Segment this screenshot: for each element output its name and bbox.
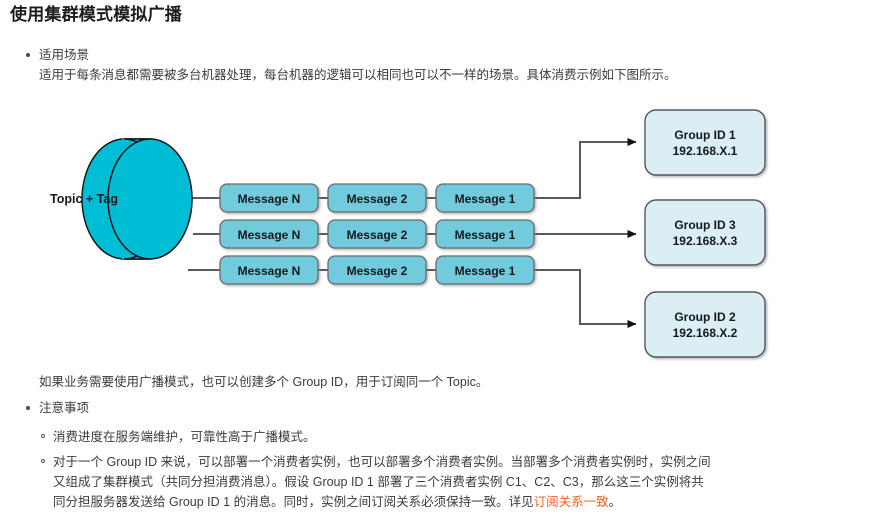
- group-box-ip: 192.168.X.1: [673, 144, 738, 158]
- message-box: Message 2: [327, 183, 427, 213]
- message-box: Message 1: [435, 183, 535, 213]
- group-box-1: Group ID 1 192.168.X.1: [644, 109, 766, 176]
- message-box: Message 1: [435, 255, 535, 285]
- message-box-label: Message N: [238, 228, 301, 242]
- topic-tag-cylinder: Topic + Tag: [50, 138, 193, 260]
- group-box-2: Group ID 2 192.168.X.2: [644, 291, 766, 358]
- connector-row1-to-group1: [534, 138, 637, 199]
- connector-row3-to-group3: [534, 269, 637, 328]
- note-line: 又组成了集群模式（共同分担消费消息）。假设 Group ID 1 部署了三个消费…: [53, 475, 704, 489]
- message-box-label: Message 1: [455, 192, 516, 206]
- message-box: Message N: [219, 219, 319, 249]
- message-box: Message 1: [435, 219, 535, 249]
- message-box-label: Message 2: [347, 264, 408, 278]
- bullet-item-scenario-label: 适用场景: [39, 48, 90, 62]
- bullet-dot-icon: [26, 53, 30, 57]
- message-box: Message N: [219, 255, 319, 285]
- subscription-consistency-link[interactable]: 订阅关系一致: [533, 495, 609, 509]
- message-box-label: Message 1: [455, 228, 516, 242]
- message-box: Message N: [219, 183, 319, 213]
- group-box-ip: 192.168.X.3: [673, 234, 738, 248]
- message-box: Message 2: [327, 219, 427, 249]
- bullet-ring-icon: [41, 434, 45, 438]
- message-box: Message 2: [327, 255, 427, 285]
- scenario-paragraph: 适用于每条消息都需要被多台机器处理，每台机器的逻辑可以相同也可以不一样的场景。具…: [39, 68, 677, 82]
- group-box-name: Group ID 2: [674, 310, 736, 324]
- message-box-label: Message 2: [347, 228, 408, 242]
- note-line-trailing: 。: [608, 495, 622, 509]
- note-line-with-link: 同分担服务器发送给 Group ID 1 的消息。同时，实例之间订阅关系必须保持…: [53, 492, 853, 512]
- note-line: 消费进度在服务端维护，可靠性高于广播模式。: [53, 430, 316, 444]
- group-box-ip: 192.168.X.2: [673, 326, 738, 340]
- group-box-name: Group ID 3: [674, 218, 736, 232]
- bullet-ring-icon: [41, 459, 45, 463]
- message-row-2: Message N Message 2 Message 1: [219, 219, 535, 249]
- message-box-label: Message 2: [347, 192, 408, 206]
- group-box-name: Group ID 1: [674, 128, 736, 142]
- group-box-3: Group ID 3 192.168.X.3: [644, 199, 766, 266]
- note-item-1-text: 消费进度在服务端维护，可靠性高于广播模式。: [53, 427, 853, 447]
- page-title: 使用集群模式模拟广播: [10, 5, 182, 24]
- cylinder-label: Topic + Tag: [50, 192, 118, 206]
- bullet-dot-icon: [26, 406, 30, 410]
- message-row-1: Message N Message 2 Message 1: [219, 183, 535, 213]
- bullet-item-notes-label: 注意事项: [39, 401, 90, 415]
- after-diagram-paragraph: 如果业务需要使用广播模式，也可以创建多个 Group ID，用于订阅同一个 To…: [39, 375, 489, 389]
- message-box-label: Message N: [238, 192, 301, 206]
- message-row-3: Message N Message 2 Message 1: [219, 255, 535, 285]
- message-box-label: Message N: [238, 264, 301, 278]
- note-line: 对于一个 Group ID 来说，可以部署一个消费者实例，也可以部署多个消费者实…: [53, 455, 711, 469]
- broadcast-diagram: Topic + Tag Message N Message 2 Message …: [0, 95, 874, 380]
- message-box-label: Message 1: [455, 264, 516, 278]
- note-item-2-text: 对于一个 Group ID 来说，可以部署一个消费者实例，也可以部署多个消费者实…: [53, 452, 853, 512]
- note-line-text: 同分担服务器发送给 Group ID 1 的消息。同时，实例之间订阅关系必须保持…: [53, 495, 534, 509]
